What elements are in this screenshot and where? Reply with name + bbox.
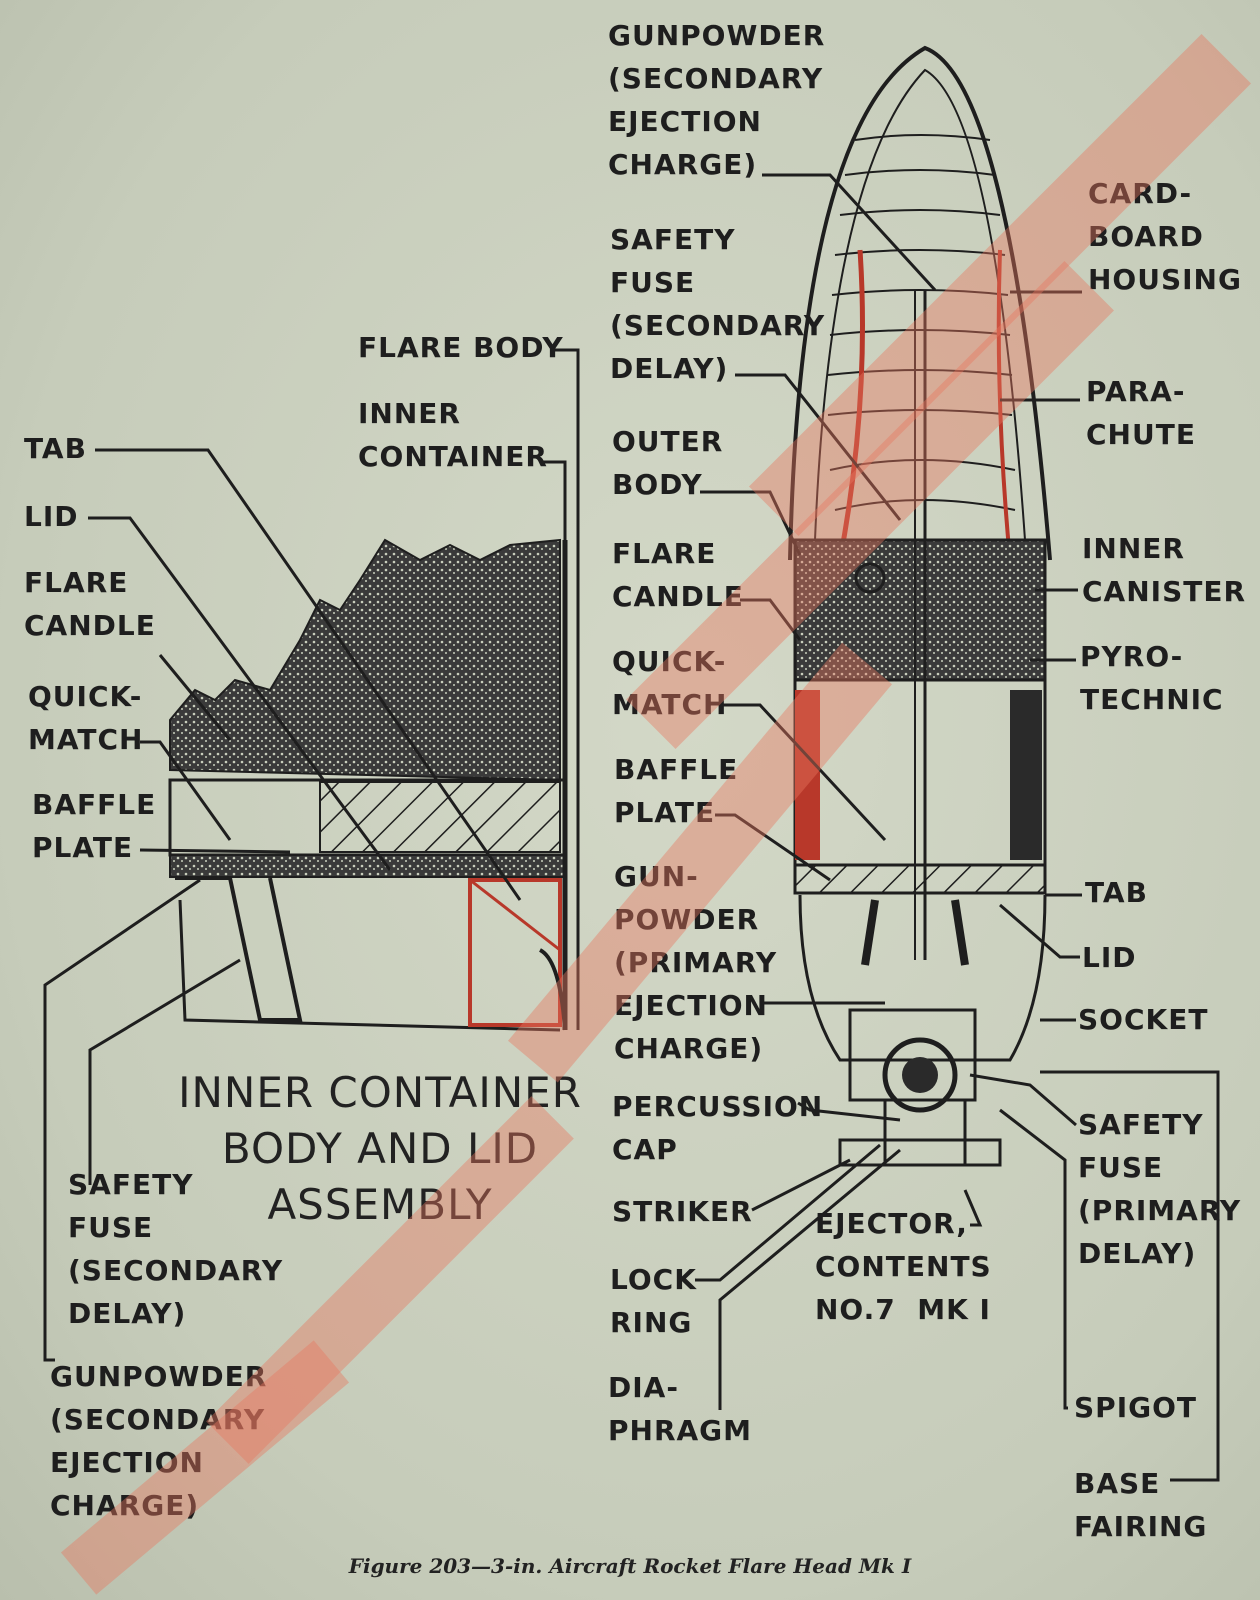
label-flare-body-left: FLARE BODY [358,331,564,364]
label-quick-match-left: QUICK- MATCH [28,680,144,756]
label-safety-fuse-primary: SAFETY FUSE (PRIMARY DELAY) [1078,1108,1242,1270]
flare-head-drawing [788,45,1052,1167]
label-tab-right: TAB [1085,876,1148,909]
label-flare-candle-mid: FLARE CANDLE [612,537,744,613]
label-socket: SOCKET [1078,1003,1209,1036]
right-leader-lines [969,290,1220,1482]
label-percussion-cap: PERCUSSION CAP [612,1090,824,1166]
label-cardboard-housing: CARD- BOARD HOUSING [1088,177,1242,296]
middle-leader-lines [695,173,983,1410]
label-quick-match-mid: QUICK- MATCH [612,645,728,721]
left-leader-lines [43,348,580,1362]
label-inner-container-left: INNER CONTAINER [358,397,548,473]
label-baffle-plate-mid: BAFFLE PLATE [614,753,739,829]
label-gunpowder-primary: GUN- POWDER (PRIMARY EJECTION CHARGE) [614,860,778,1065]
label-outer-body: OUTER BODY [612,425,724,501]
label-lid-left: LID [24,500,79,533]
assembly-title: INNER CONTAINER BODY AND LID ASSEMBLY [178,1068,582,1229]
label-safety-fuse-left: SAFETY FUSE (SECONDARY DELAY) [68,1168,284,1330]
label-gunpowder-left: GUNPOWDER (SECONDARY EJECTION CHARGE) [50,1360,268,1522]
label-tab-left: TAB [24,432,87,465]
label-spigot: SPIGOT [1074,1391,1197,1424]
label-lock-ring: LOCK RING [610,1263,697,1339]
label-parachute: PARA- CHUTE [1086,375,1196,451]
label-safety-fuse-secondary: SAFETY FUSE (SECONDARY DELAY) [610,223,826,385]
label-gunpowder-secondary: GUNPOWDER (SECONDARY EJECTION CHARGE) [608,19,826,181]
label-flare-candle-left: FLARE CANDLE [24,566,156,642]
label-inner-canister: INNER CANISTER [1082,532,1247,608]
label-striker: STRIKER [612,1195,753,1228]
figure-caption: Figure 203—3-in. Aircraft Rocket Flare H… [348,1554,912,1578]
label-ejector: EJECTOR, CONTENTS NO.7 MK I [815,1207,992,1326]
label-diaphragm: DIA- PHRAGM [608,1371,753,1447]
label-base-fairing: BASE FAIRING [1074,1467,1208,1543]
label-lid-right: LID [1082,941,1137,974]
label-baffle-plate-left: BAFFLE PLATE [32,788,157,864]
label-pyrotechnic: PYRO- TECHNIC [1080,640,1224,716]
